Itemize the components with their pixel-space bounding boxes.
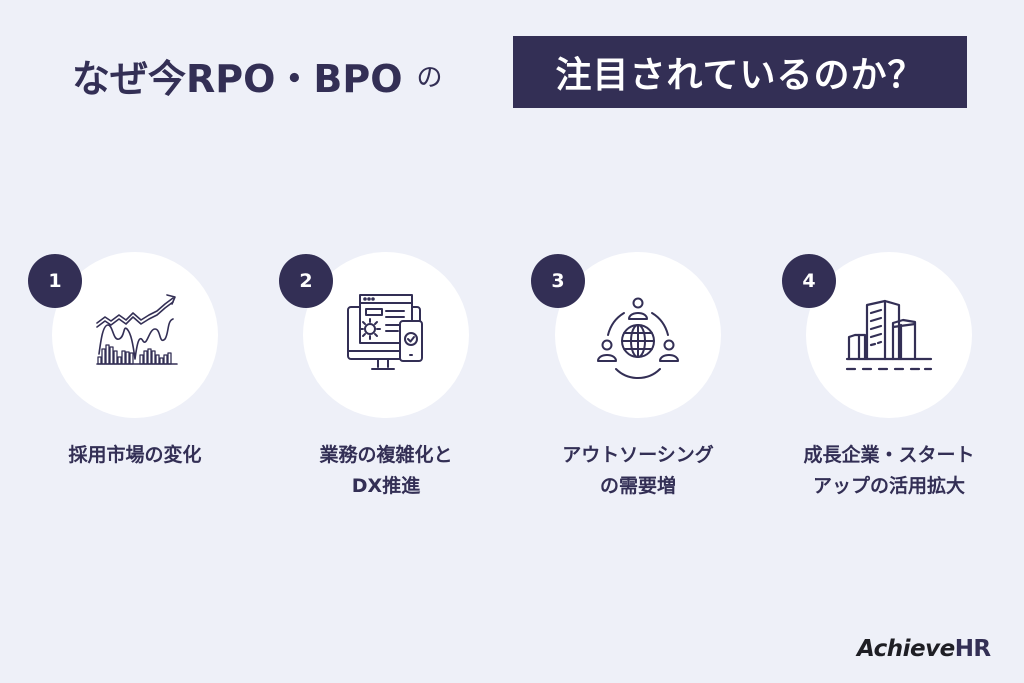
title-highlight-text: 注目されているのか？ — [555, 55, 925, 96]
number-badge: 1 — [28, 254, 82, 308]
global-network-people-icon — [597, 297, 679, 379]
achievehr-logo: AchieveHR — [857, 636, 991, 662]
reason-label: 採用市場の変化 — [5, 440, 265, 471]
label-line-2: アップの活用拡大 — [812, 475, 965, 497]
label-line-2: の需要増 — [599, 475, 676, 497]
reason-label: アウトソーシング の需要増 — [508, 440, 768, 502]
number-badge: 4 — [782, 254, 836, 308]
office-buildings-icon — [845, 299, 933, 371]
reason-card-3: 3 アウトソーシング の需要増 — [531, 252, 793, 512]
number-badge: 3 — [531, 254, 585, 308]
reason-card-1: 1 採用市場の変化 — [28, 252, 290, 512]
stock-chart-icon — [96, 294, 178, 365]
title-main-text: なぜ今RPO・BPO — [72, 56, 403, 101]
logo-main: Achieve — [857, 636, 955, 662]
reason-card-2: 2 業務の複雑化と DX推進 — [279, 252, 541, 512]
reason-card-4: 4 成長企業・スタート アップの活用拡大 — [782, 252, 1024, 512]
label-line-1: 成長企業・スタート — [803, 444, 975, 466]
title-particle: の — [416, 62, 443, 93]
label-line-1: 業務の複雑化と — [319, 444, 453, 466]
number-badge: 2 — [279, 254, 333, 308]
page-title: なぜ今RPO・BPO の — [72, 40, 443, 110]
label-line-1: 採用市場の変化 — [68, 444, 202, 466]
reason-label: 業務の複雑化と DX推進 — [256, 440, 516, 502]
title-highlight-box: 注目されているのか？ — [513, 36, 967, 108]
label-line-1: アウトソーシング — [562, 444, 714, 466]
logo-accent: HR — [954, 636, 991, 662]
label-line-2: DX推進 — [351, 475, 421, 497]
reason-label: 成長企業・スタート アップの活用拡大 — [759, 440, 1019, 502]
devices-gear-icon — [347, 294, 423, 370]
